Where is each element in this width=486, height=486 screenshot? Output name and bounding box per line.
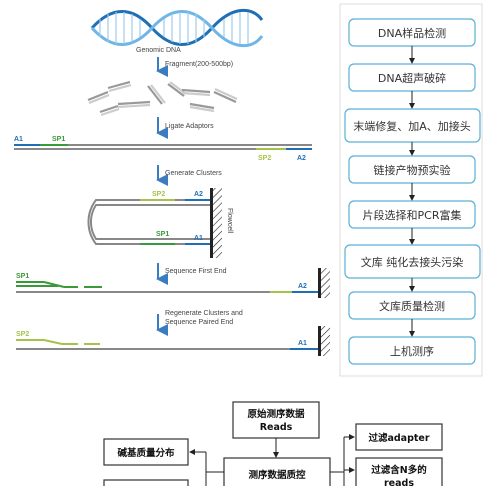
workflow-step-7: 文库质量检测 (348, 291, 476, 320)
workflow-step-label: 上机测序 (390, 344, 434, 358)
tag-sp1: SP1 (52, 136, 65, 143)
step-ligate-adaptors: Ligate Adaptors (165, 123, 214, 130)
qc-main-box: 测序数据质控 (223, 457, 331, 486)
illumina-schematic: Genomic DNA Fragment(200-500bp) Ligate A… (14, 8, 330, 356)
qc-filter-n-line1: 过滤含N多的 (371, 464, 427, 476)
qc-filter-n-box: 过滤含N多的 reads (355, 457, 443, 486)
tag-a2: A2 (298, 283, 307, 290)
flowcell-hatch (321, 268, 330, 298)
dna-fragments (87, 80, 238, 117)
tag-a1: A1 (194, 235, 203, 242)
flowcell-hatch (213, 188, 222, 258)
workflow-step-6: 文库 纯化去接头污染 (344, 244, 481, 279)
workflow-step-label: DNA超声破碎 (378, 71, 446, 85)
workflow-step-3: 末端修复、加A、加接头 (344, 108, 481, 143)
tag-a2: A2 (194, 191, 203, 198)
workflow-step-label: DNA样品检测 (378, 26, 446, 40)
qc-raw-reads-box: 原始测序数据 Reads (232, 401, 320, 439)
tag-sp2: SP2 (16, 331, 29, 338)
qc-main-label: 测序数据质控 (248, 469, 306, 481)
flowcell-surface (318, 268, 321, 298)
qc-raw-reads-line2: Reads (260, 422, 293, 433)
bridge-amplification: SP2 A2 SP1 A1 Flowcell (87, 188, 233, 258)
step-genomic-dna: Genomic DNA (136, 47, 181, 54)
qc-base-quality-box: 碱基质量分布 (103, 438, 189, 466)
workflow-step-8: 上机测序 (348, 336, 476, 365)
tag-a2: A2 (297, 155, 306, 162)
dna-helix-icon (90, 8, 264, 48)
workflow-step-label: 文库 纯化去接头污染 (361, 255, 464, 269)
qc-flowchart: 原始测序数据 Reads 碱基质量分布 测序数据质控 过滤adapter 过滤含… (103, 401, 443, 486)
ligated-fragment: A1 SP1 SP2 A2 (14, 136, 312, 162)
step-generate-clusters: Generate Clusters (165, 170, 222, 177)
qc-filter-n-line2: reads (384, 478, 414, 486)
tag-sp2: SP2 (258, 155, 271, 162)
tag-sp1: SP1 (156, 231, 169, 238)
step-fragment: Fragment(200-500bp) (165, 61, 233, 68)
workflow-step-5: 片段选择和PCR富集 (348, 200, 476, 229)
qc-box-cropped (103, 479, 189, 486)
flowcell-label: Flowcell (226, 208, 233, 234)
step-sequence-first-end: Sequence First End (165, 268, 227, 275)
qc-filter-adapter-label: 过滤adapter (368, 432, 429, 444)
workflow-step-2: DNA超声破碎 (348, 63, 476, 92)
flowcell-surface (318, 326, 321, 356)
workflow-step-label: 末端修复、加A、加接头 (353, 119, 471, 133)
tag-sp1: SP1 (16, 273, 29, 280)
workflow-step-1: DNA样品检测 (348, 18, 476, 47)
step-regenerate-clusters: Regenerate Clusters and (165, 310, 243, 317)
workflow-panel: DNA样品检测 DNA超声破碎 末端修复、加A、加接头 链接产物预实验 片段选择… (339, 3, 483, 377)
first-end-read: SP1 A2 (16, 268, 330, 298)
workflow-step-label: 链接产物预实验 (374, 163, 451, 177)
workflow-step-label: 片段选择和PCR富集 (363, 208, 462, 222)
step-sequence-paired-end: Sequence Paired End (165, 319, 233, 326)
flowcell-hatch (321, 326, 330, 356)
workflow-step-4: 链接产物预实验 (348, 155, 476, 184)
qc-raw-reads-line1: 原始测序数据 (247, 408, 305, 420)
flowcell-surface (210, 188, 213, 258)
tag-a1: A1 (14, 136, 23, 143)
tag-sp2: SP2 (152, 191, 165, 198)
qc-base-quality-label: 碱基质量分布 (117, 447, 175, 459)
workflow-frame (339, 3, 483, 377)
tag-a1: A1 (298, 340, 307, 347)
paired-end-read: SP2 A1 (16, 326, 330, 356)
qc-filter-adapter-box: 过滤adapter (355, 423, 443, 451)
workflow-step-label: 文库质量检测 (379, 299, 445, 313)
